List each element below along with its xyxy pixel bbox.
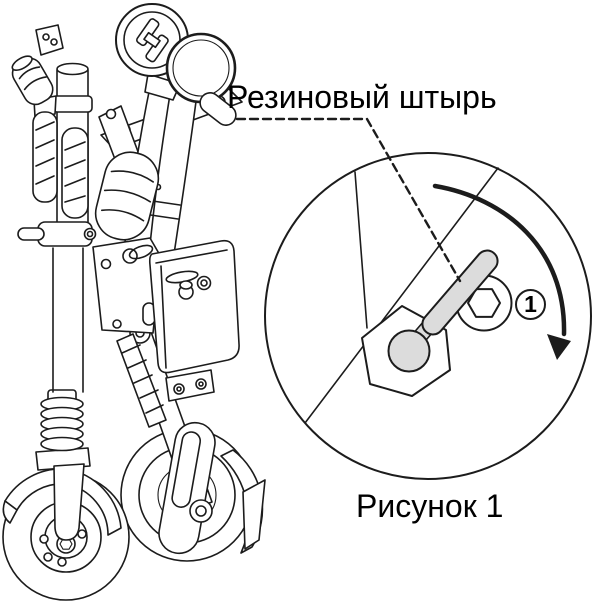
mirror: [165, 32, 237, 104]
spring-tower-right: [61, 127, 89, 219]
mirror-arm: [199, 92, 237, 126]
rubber-pin: [387, 249, 499, 373]
frame-context-lines: [304, 167, 499, 424]
column-clamp: [17, 221, 97, 247]
leader-line: [235, 117, 462, 283]
folded-grip: [94, 151, 160, 241]
callout-label: Резиновый штырь: [227, 79, 497, 115]
spring-tower-left: [32, 95, 58, 203]
front-fender: [2, 468, 122, 536]
grip-end-cap: [11, 24, 64, 106]
folding-hinge: [92, 237, 162, 334]
step-number-badge: 1: [515, 289, 546, 320]
magnifier-circle: [264, 152, 592, 480]
rear-fender: [220, 449, 266, 554]
suspension-spring: [40, 389, 84, 452]
battery-box: [148, 239, 240, 374]
step-bracket: [165, 369, 215, 402]
step-number: 1: [524, 291, 537, 317]
folded-deck: [116, 333, 167, 428]
figure-caption: Рисунок 1: [356, 488, 504, 524]
rotation-arrow-icon: [432, 183, 571, 360]
